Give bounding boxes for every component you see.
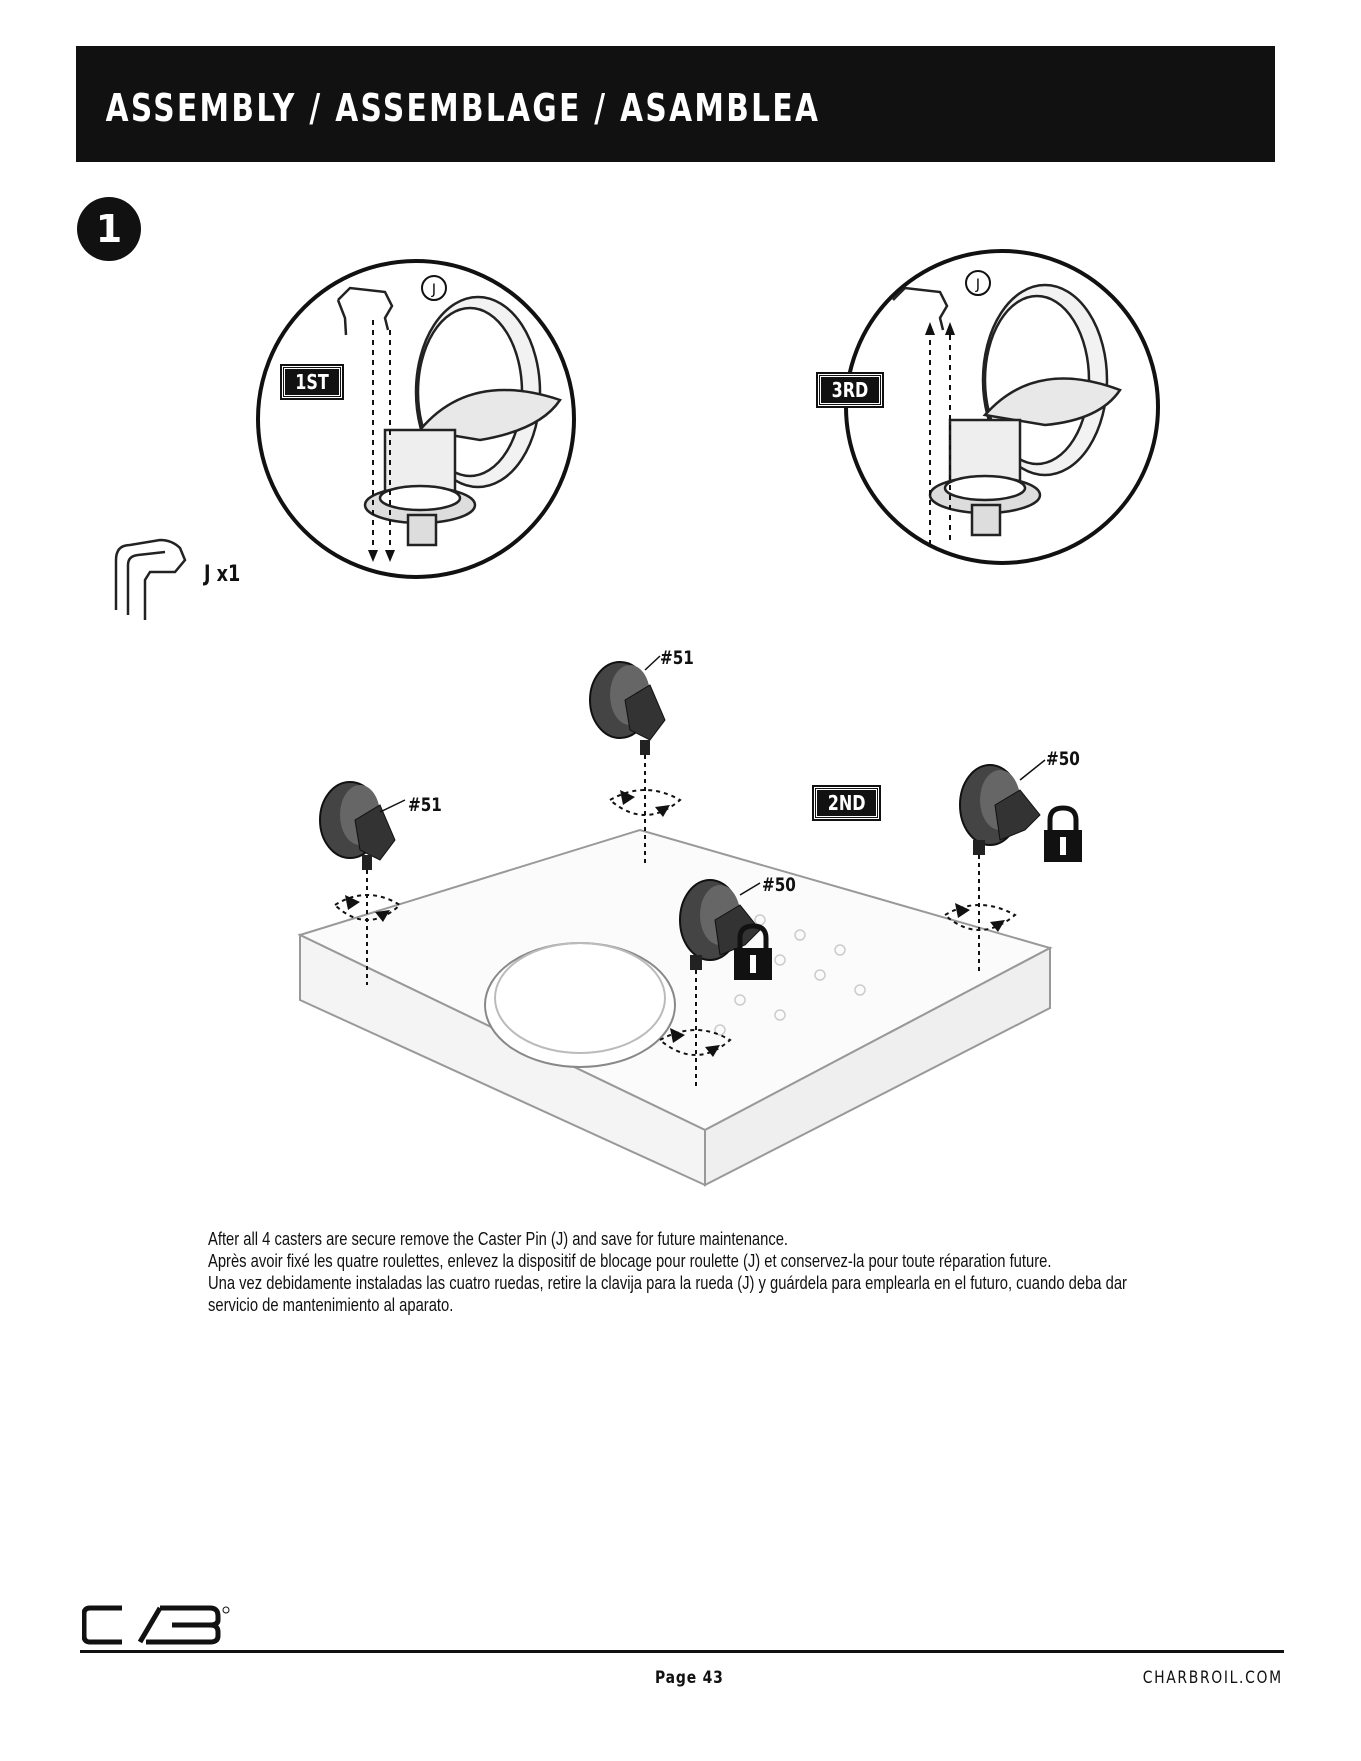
caster-pin-icon bbox=[114, 538, 187, 620]
cb-logo-icon bbox=[82, 1605, 230, 1645]
callout-caster-50-right: #50 bbox=[1046, 748, 1080, 770]
footer-divider bbox=[80, 1650, 1284, 1653]
pin-label-first: J bbox=[431, 282, 436, 298]
lock-icon bbox=[1044, 805, 1082, 862]
caster-50-front bbox=[659, 879, 761, 1090]
step-tag-second: 2ND bbox=[811, 785, 882, 821]
part-quantity-label: J x1 bbox=[204, 562, 241, 587]
caster-50-right bbox=[944, 764, 1041, 975]
instruction-line: After all 4 casters are secure remove th… bbox=[208, 1229, 789, 1249]
lock-icon bbox=[734, 923, 772, 980]
instruction-line: servicio de mantenimiento al aparato. bbox=[208, 1295, 454, 1315]
callout-caster-51-left: #51 bbox=[408, 794, 442, 816]
caster-51-left bbox=[319, 781, 402, 985]
header-banner: ASSEMBLY / ASSEMBLAGE / ASAMBLEA bbox=[76, 46, 1275, 162]
instruction-line: Una vez debidamente instaladas las cuatr… bbox=[208, 1273, 1127, 1293]
website-url: CHARBROIL.COM bbox=[1142, 1668, 1283, 1688]
callout-caster-50-front: #50 bbox=[762, 874, 796, 896]
callout-caster-51-back: #51 bbox=[660, 647, 694, 669]
detail-circle-first: J bbox=[256, 259, 576, 579]
step-tag-third: 3RD bbox=[816, 372, 884, 408]
instructions-text: After all 4 casters are secure remove th… bbox=[208, 1228, 1208, 1316]
instruction-line: Après avoir fixé les quatre roulettes, e… bbox=[208, 1251, 1052, 1271]
detail-circle-third: J bbox=[844, 249, 1160, 565]
page-title: ASSEMBLY / ASSEMBLAGE / ASAMBLEA bbox=[105, 86, 821, 130]
step-number-badge: 1 bbox=[77, 197, 141, 261]
assembly-diagram: J J bbox=[114, 249, 1160, 1187]
pin-label-third: J bbox=[975, 277, 980, 293]
page-number: Page 43 bbox=[655, 1668, 724, 1688]
step-tag-first: 1ST bbox=[280, 364, 344, 400]
caster-51-back bbox=[589, 661, 682, 865]
base-platform bbox=[297, 828, 1053, 1187]
